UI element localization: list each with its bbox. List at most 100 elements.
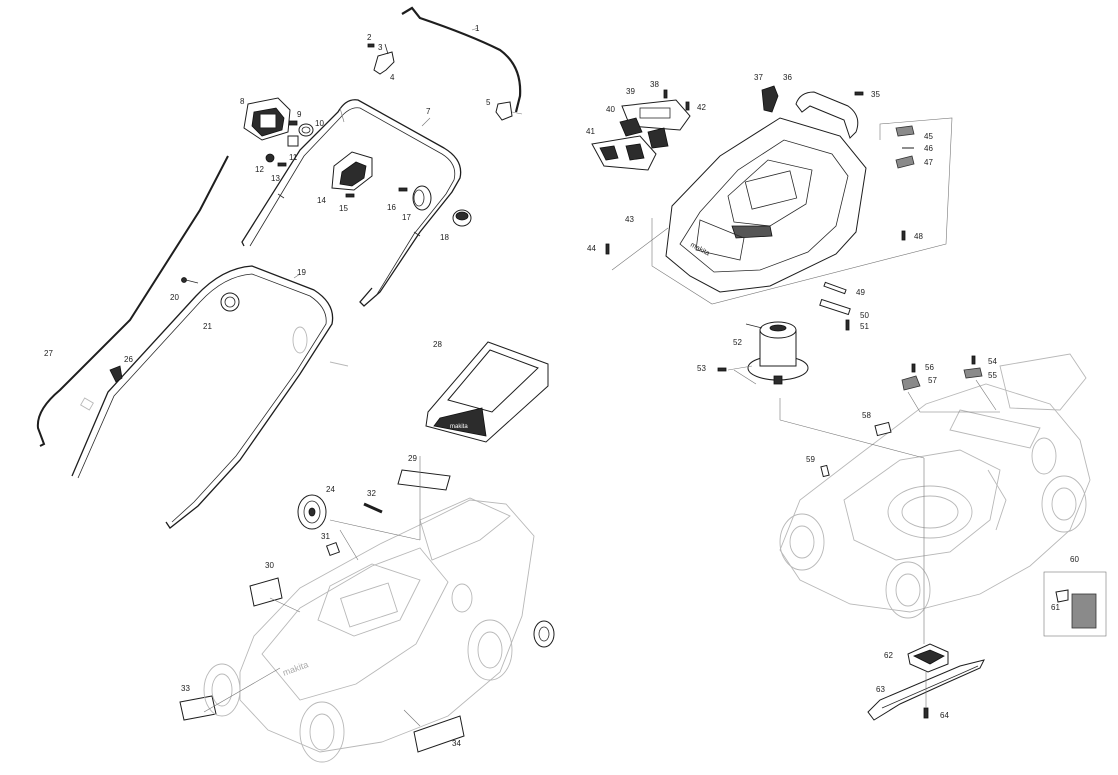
callout-15: 15: [339, 204, 348, 213]
part-37-latch: [761, 85, 779, 113]
part-56-screw: [911, 363, 916, 373]
callout-14: 14: [317, 196, 326, 205]
part-31-block: [325, 541, 341, 557]
part-62-blade-holder: [907, 643, 949, 673]
part-47-clip: [895, 155, 915, 169]
callout-19: 19: [297, 268, 306, 277]
part-27-rod: [36, 155, 229, 447]
part-61-filter: [1071, 593, 1097, 629]
part-49-pin: [823, 281, 847, 295]
part-34-label: [413, 715, 465, 753]
part-60-kit-box: [1043, 571, 1107, 637]
ghost-wheel: [292, 326, 308, 354]
callout-labels: 1 2 3 4 5 7 8 9 10 11 12 13 14 15 16 17 …: [44, 24, 1079, 748]
callout-63: 63: [876, 685, 885, 694]
part-1-handle-bar: [401, 6, 522, 113]
callout-49: 49: [856, 288, 865, 297]
callout-11: 11: [289, 153, 298, 162]
callout-28: 28: [433, 340, 442, 349]
right-mower-body: [779, 353, 1091, 619]
callout-27: 27: [44, 349, 53, 358]
callout-31: 31: [321, 532, 330, 541]
callout-34: 34: [452, 739, 461, 748]
rear-wheel-hub: [533, 620, 555, 648]
callout-30: 30: [265, 561, 274, 570]
part-58-bushing: [874, 421, 892, 437]
part-19-lower-handle: [71, 265, 334, 529]
part-15-screw: [345, 193, 355, 198]
part-55-clip: [963, 367, 983, 379]
part-2-screw: [367, 43, 375, 48]
part-61-plug: [1055, 589, 1069, 603]
part-53-screw: [717, 367, 727, 372]
part-20-bolt: [181, 277, 187, 283]
callout-47: 47: [924, 158, 933, 167]
callout-32: 32: [367, 489, 376, 498]
callout-12: 12: [255, 165, 264, 174]
callout-40: 40: [606, 105, 615, 114]
callout-36: 36: [783, 73, 792, 82]
mower-brand-mark: makita: [281, 659, 309, 677]
callout-1: 1: [475, 24, 480, 33]
part-36-carry-handle: [795, 91, 859, 139]
part-10-knob: [298, 123, 314, 137]
part-38-screw: [663, 89, 668, 99]
part-14-switch-cover: [331, 151, 373, 191]
part-44-screw: [605, 243, 610, 255]
callout-37: 37: [754, 73, 763, 82]
part-51-screw: [845, 319, 850, 331]
callout-2: 2: [367, 33, 372, 42]
callout-38: 38: [650, 80, 659, 89]
callout-52: 52: [733, 338, 742, 347]
part-24-wheel: [297, 494, 327, 530]
battery-brand-mark: makita: [450, 424, 468, 430]
callout-16: 16: [387, 203, 396, 212]
callout-20: 20: [170, 293, 179, 302]
part-12-nut: [265, 153, 275, 163]
callout-62: 62: [884, 651, 893, 660]
callout-29: 29: [408, 454, 417, 463]
callout-56: 56: [925, 363, 934, 372]
part-18-knob: [452, 209, 472, 227]
part-17-knob: [412, 185, 432, 211]
callout-53: 53: [697, 364, 706, 373]
callout-57: 57: [928, 376, 937, 385]
part-50-shaft: [819, 298, 851, 316]
part-45-clip: [895, 125, 915, 137]
part-26-fitting: [109, 365, 123, 383]
callout-54: 54: [988, 357, 997, 366]
part-16-screw: [398, 187, 408, 192]
part-42-screw: [685, 101, 690, 111]
callout-42: 42: [697, 103, 706, 112]
part-35-screw: [854, 91, 864, 96]
callout-9: 9: [297, 110, 302, 119]
part-48-screw: [901, 230, 906, 241]
part-4-clip: [373, 43, 395, 75]
callout-44: 44: [587, 244, 596, 253]
callout-8: 8: [240, 97, 245, 106]
part-41-battery-holder: [591, 135, 657, 171]
part-29-label: [397, 469, 451, 491]
callout-61: 61: [1051, 603, 1060, 612]
callout-50: 50: [860, 311, 869, 320]
callout-39: 39: [626, 87, 635, 96]
callout-58: 58: [862, 411, 871, 420]
part-13-screw: [277, 162, 287, 167]
part-57-clip: [901, 375, 921, 391]
part-21-nut: [220, 292, 240, 312]
part-30-label: [249, 577, 283, 607]
part-54-screw: [971, 355, 976, 365]
callout-10: 10: [315, 119, 324, 128]
part-27-clip: [80, 397, 94, 411]
callout-45: 45: [924, 132, 933, 141]
callout-13: 13: [271, 174, 280, 183]
part-52-motor: [745, 321, 809, 385]
callout-26: 26: [124, 355, 133, 364]
callout-21: 21: [203, 322, 212, 331]
part-32-pin: [363, 502, 383, 514]
part-59-pin: [820, 464, 830, 478]
callout-43: 43: [625, 215, 634, 224]
part-11-block: [287, 135, 299, 147]
callout-7: 7: [426, 107, 431, 116]
